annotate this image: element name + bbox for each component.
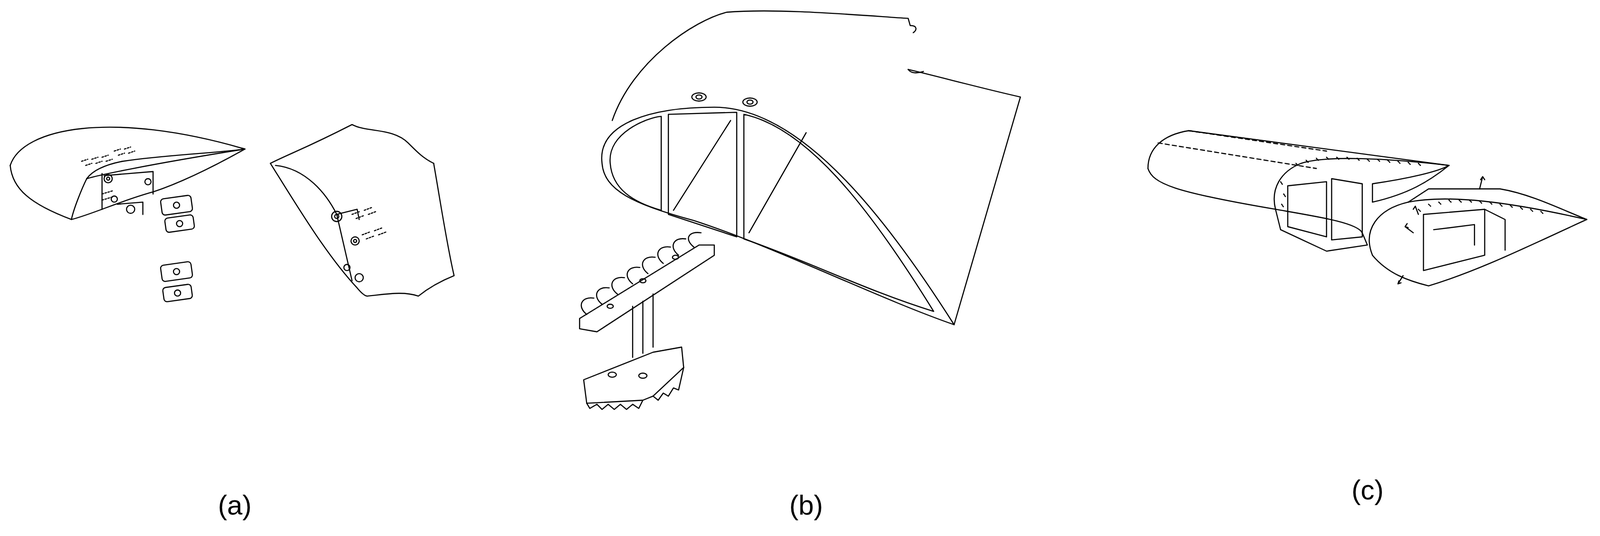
splice-plates <box>160 194 195 302</box>
wing-section-a-right <box>270 124 454 297</box>
wing-section-c-right <box>1369 176 1587 287</box>
panel-label: (a) <box>218 489 252 522</box>
wing-section-a-left <box>9 127 245 220</box>
panel-label: (b) <box>789 489 824 522</box>
spar-extrusion <box>579 232 714 410</box>
wing-section-c-left <box>1147 130 1449 252</box>
panel-label: (c) <box>1351 474 1384 507</box>
wing-section-b <box>601 10 1021 325</box>
